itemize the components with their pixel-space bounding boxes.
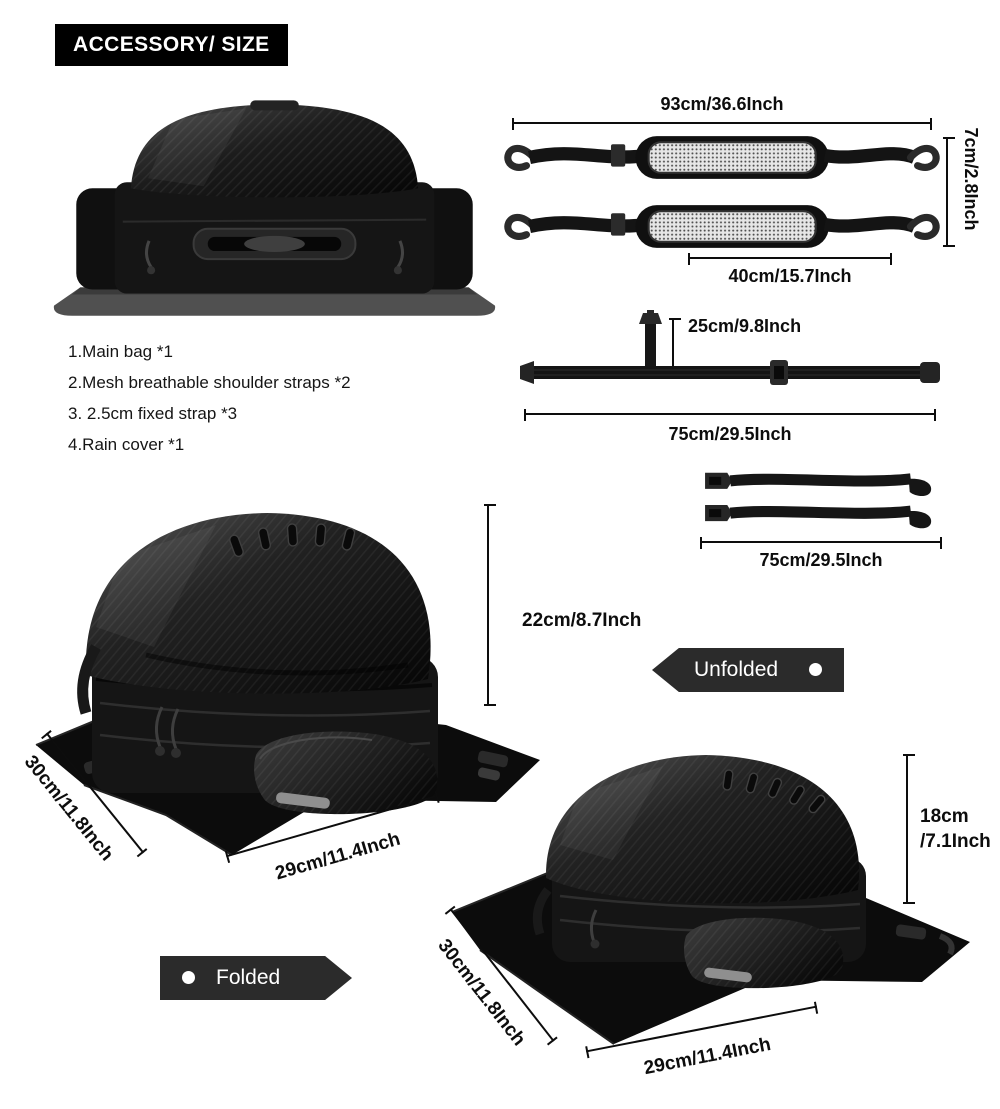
accessory-list-item: 4.Rain cover *1 — [68, 435, 185, 454]
dim-label-shoulder-strap-length: 93cm/36.6Inch — [660, 94, 784, 114]
mesh-panel — [647, 210, 817, 243]
unfolded-bag-graphic — [35, 513, 540, 856]
dim-line-short-straps-length — [700, 537, 942, 549]
short-strap-1 — [705, 472, 932, 496]
base-mat — [53, 287, 496, 316]
zipper-pulls — [155, 706, 180, 750]
accessory-list-item: 3. 2.5cm fixed strap *3 — [68, 404, 238, 423]
buckle-male-top — [639, 313, 662, 324]
brand-strip — [276, 792, 330, 809]
short-strap-2 — [705, 505, 932, 529]
main-bag-photo — [53, 100, 496, 316]
short-straps-graphic — [705, 472, 932, 529]
shoulder-strap-graphic-2 — [504, 205, 940, 248]
folded-tag: Folded — [160, 956, 352, 1000]
fixed-strap-graphic — [520, 310, 940, 385]
accessory-list: 1.Main bag *1 2.Mesh breathable shoulder… — [68, 336, 351, 460]
dim-label-unfolded-height: 22cm/8.7Inch — [522, 610, 642, 631]
folded-tag-label: Folded — [216, 966, 281, 989]
shell-vents — [229, 523, 356, 558]
strap-hook-right — [906, 144, 940, 171]
strap-hook-left — [504, 213, 538, 240]
buckle-right — [920, 362, 940, 383]
dim-line-shoulder-strap-width — [943, 137, 955, 247]
shell-vents — [722, 769, 826, 814]
strap-band — [532, 366, 928, 379]
mesh-panel — [647, 141, 817, 174]
dim-label-fixed-strap-drop: 25cm/9.8Inch — [688, 316, 802, 336]
page-title: ACCESSORY/ SIZE — [55, 24, 288, 66]
dim-line-folded-height — [903, 754, 915, 904]
strap-hook-right — [906, 213, 940, 240]
dim-line-unfolded-height — [484, 504, 496, 706]
dim-label-shoulder-strap-width: 7cm/2.8Inch — [961, 127, 981, 231]
folded-bag-graphic — [451, 755, 970, 1045]
unfolded-tag-label: Unfolded — [694, 658, 779, 681]
dim-label-strap-pad-length: 40cm/15.7Inch — [728, 266, 852, 286]
bullet-dot-icon — [809, 663, 822, 676]
dim-line-shoulder-strap-length — [512, 118, 932, 130]
dim-label-short-straps-length: 75cm/29.5Inch — [759, 550, 883, 570]
accessory-list-item: 2.Mesh breathable shoulder straps *2 — [68, 373, 351, 392]
shoulder-strap-graphic-1 — [504, 136, 940, 179]
buckle-left — [520, 361, 534, 384]
unfolded-tag: Unfolded — [652, 648, 844, 692]
dim-line-strap-pad-length — [688, 253, 892, 265]
dim-line-fixed-strap-length — [524, 409, 936, 421]
accessory-list-item: 1.Main bag *1 — [68, 342, 173, 361]
dim-label-fixed-strap-length: 75cm/29.5Inch — [668, 424, 792, 444]
dim-label-folded-height-2: /7.1Inch — [920, 831, 991, 852]
brand-strip — [704, 967, 752, 983]
dim-label-folded-height-1: 18cm — [920, 806, 969, 827]
bullet-dot-icon — [182, 971, 195, 984]
strap-hook-left — [504, 144, 538, 171]
